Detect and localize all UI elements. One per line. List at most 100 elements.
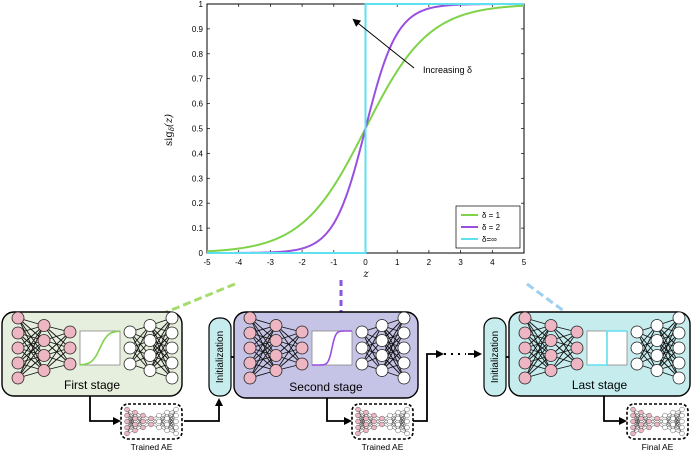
initialization-1: Initialization <box>208 317 232 397</box>
activation-curve <box>79 330 121 366</box>
network-node <box>63 325 77 339</box>
network-node <box>672 356 686 370</box>
y-tick-label: 0.8 <box>192 50 204 59</box>
network-node <box>355 341 369 355</box>
legend-entry-1: δ = 1 <box>482 211 501 220</box>
network-node <box>143 364 157 377</box>
network-node <box>630 418 636 425</box>
activation-curve <box>587 330 627 366</box>
network-node <box>650 334 664 347</box>
network-node <box>679 412 685 419</box>
network-node <box>670 415 676 422</box>
network-node <box>164 427 170 434</box>
network-node <box>140 424 146 431</box>
stage-label: Last stage <box>572 378 628 392</box>
network-node <box>672 371 686 385</box>
network-node <box>679 406 685 413</box>
x-tick-label: -1 <box>330 258 338 267</box>
network-node <box>173 406 179 413</box>
network-node <box>379 415 385 422</box>
activation-box <box>79 330 121 366</box>
series-line-3 <box>207 3 524 254</box>
network-node <box>295 357 309 371</box>
network-node <box>165 341 179 355</box>
network-node <box>387 424 393 431</box>
stage-3: Last stage <box>508 311 691 397</box>
network-node <box>173 430 179 437</box>
network-node <box>404 418 410 425</box>
network-node <box>654 415 660 422</box>
svg-text:Initialization: Initialization <box>490 331 501 383</box>
network-node <box>269 364 283 377</box>
legend-entry-2: δ = 2 <box>482 223 501 232</box>
network-node <box>143 319 157 332</box>
network-node <box>148 421 154 428</box>
network-node <box>375 364 389 377</box>
network-node <box>173 412 179 419</box>
network-node <box>165 311 179 325</box>
x-tick-label: -2 <box>299 258 307 267</box>
network-node <box>570 357 584 371</box>
network-node <box>518 311 532 325</box>
y-tick-label: 0.4 <box>192 149 204 158</box>
network-node <box>140 418 146 425</box>
y-tick-label: 0.5 <box>192 125 204 134</box>
autoencoder-2: Trained AE <box>351 403 414 452</box>
network-node <box>630 412 636 419</box>
y-tick-label: 0.7 <box>192 75 204 84</box>
network-node <box>650 364 664 377</box>
network-node <box>662 418 668 425</box>
network-node <box>63 341 77 355</box>
network-node <box>630 430 636 437</box>
x-tick-label: 2 <box>427 258 432 267</box>
y-axis-label: sigδ(z) <box>164 114 176 146</box>
network-node <box>173 424 179 431</box>
network-node <box>371 418 377 425</box>
network-node <box>165 371 179 385</box>
network-node <box>630 341 644 355</box>
x-axis-label: z <box>362 269 369 280</box>
network-node <box>173 418 179 425</box>
network-node <box>363 415 369 422</box>
network-node <box>638 415 644 422</box>
y-tick-label: 0.2 <box>192 199 204 208</box>
network-node <box>124 412 130 419</box>
network-node <box>371 424 377 431</box>
network-node <box>132 415 138 422</box>
network-node <box>363 421 369 428</box>
network-node <box>132 427 138 434</box>
network-node <box>355 424 361 431</box>
network-node <box>165 356 179 370</box>
network-node <box>243 311 257 325</box>
svg-text:Initialization: Initialization <box>215 331 226 383</box>
network-node <box>395 427 401 434</box>
network-node <box>11 356 25 370</box>
y-axis-ticks: 00.10.20.30.40.50.60.70.80.91 <box>192 0 524 258</box>
network-node <box>650 349 664 362</box>
network-node <box>395 409 401 416</box>
network-node <box>638 421 644 428</box>
network-node <box>670 409 676 416</box>
network-node <box>164 415 170 422</box>
network-node <box>544 334 558 347</box>
network-node <box>544 364 558 377</box>
network-node <box>518 326 532 340</box>
autoencoder-label: Trained AE <box>362 442 404 452</box>
stage-label: First stage <box>64 378 120 392</box>
autoencoder-label: Trained AE <box>131 442 173 452</box>
network-node <box>156 418 162 425</box>
network-node <box>379 421 385 428</box>
network-node <box>37 349 51 362</box>
network-node <box>646 418 652 425</box>
network-node <box>143 349 157 362</box>
network-node <box>638 427 644 434</box>
y-tick-label: 1 <box>199 0 204 9</box>
network-node <box>570 325 584 339</box>
network-node <box>243 341 257 355</box>
network-node <box>355 430 361 437</box>
legend: δ = 1δ = 2δ=∞ <box>455 205 521 249</box>
network-node <box>124 418 130 425</box>
network-node <box>123 357 137 371</box>
network-node <box>404 412 410 419</box>
